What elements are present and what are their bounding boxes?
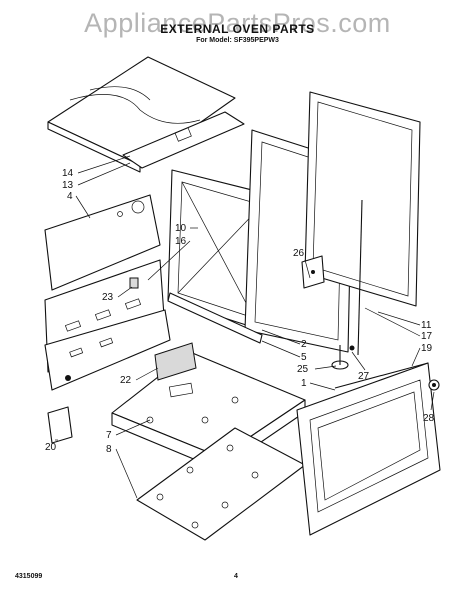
drawer-bracket — [154, 342, 197, 381]
callout-16: 16 — [175, 236, 187, 247]
callout-17: 17 — [421, 331, 433, 342]
door-stop — [331, 345, 355, 370]
callout-14: 14 — [62, 168, 74, 179]
watermark-text: AppliancePartsPros.com — [84, 8, 391, 38]
hinge-bracket — [301, 255, 325, 289]
upper-back-panel — [44, 194, 161, 291]
callout-2: 2 — [301, 339, 307, 350]
callout-13: 13 — [62, 180, 74, 191]
document-number: 4315099 — [15, 573, 43, 580]
top-cover-panel — [47, 56, 236, 173]
callout-4: 4 — [67, 191, 73, 202]
outer-glass-panel — [304, 91, 421, 307]
door-rail — [167, 292, 263, 344]
callout-20: 20 — [45, 442, 57, 453]
lower-bracket — [44, 309, 171, 391]
callout-26: 26 — [293, 248, 305, 259]
callout-11: 11 — [421, 320, 432, 331]
callout-8: 8 — [106, 444, 112, 455]
leader-lines — [55, 155, 435, 499]
door-hinge-19 — [334, 362, 429, 389]
callout-25: 25 — [297, 364, 309, 375]
model-subtitle: For Model: SF395PEPW3 — [196, 37, 279, 44]
small-bracket — [47, 406, 73, 444]
callout-1: 1 — [301, 378, 307, 389]
callout-labels: 14 13 4 10 16 26 23 11 17 19 2 5 25 27 2… — [45, 168, 435, 455]
vent-trim — [122, 111, 245, 169]
callout-10: 10 — [175, 223, 187, 234]
callout-27: 27 — [358, 371, 370, 382]
callout-19: 19 — [421, 343, 433, 354]
callout-5: 5 — [301, 352, 307, 363]
callout-23: 23 — [102, 292, 114, 303]
door-gasket — [357, 199, 363, 356]
diagram-title: EXTERNAL OVEN PARTS — [160, 22, 315, 36]
callout-22: 22 — [120, 375, 132, 386]
handle-clip — [428, 379, 440, 391]
callout-28: 28 — [423, 413, 435, 424]
page-number: 4 — [234, 573, 238, 580]
callout-7: 7 — [106, 430, 112, 441]
oven-door-outer — [296, 362, 441, 536]
